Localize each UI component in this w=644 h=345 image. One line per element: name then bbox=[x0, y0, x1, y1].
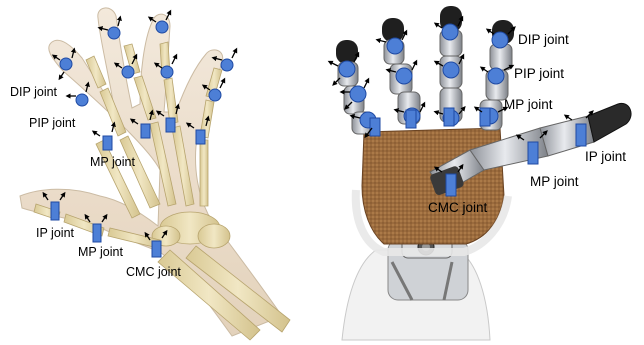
joint-marker-icon bbox=[442, 24, 458, 40]
label-ip-joint-robot: IP joint bbox=[585, 149, 626, 164]
joint-marker-icon bbox=[196, 130, 205, 144]
joint-marker-icon bbox=[488, 68, 504, 84]
joint-marker-icon bbox=[443, 62, 459, 78]
joint-marker-icon bbox=[370, 118, 380, 136]
joint-marker-icon bbox=[528, 142, 538, 164]
joint-marker-icon bbox=[51, 202, 59, 220]
joint-marker-icon bbox=[156, 21, 168, 33]
joint-marker-icon bbox=[221, 59, 233, 71]
human-hand-panel: DIP joint PIP joint MP joint IP joint MP… bbox=[10, 8, 290, 340]
joint-marker-icon bbox=[152, 241, 161, 257]
label-mp-joint-thumb-robot: MP joint bbox=[530, 174, 579, 189]
label-mp-joint-thumb-human: MP joint bbox=[78, 245, 123, 259]
joint-marker-icon bbox=[76, 94, 88, 106]
joint-marker-icon bbox=[444, 108, 454, 126]
joint-marker-icon bbox=[166, 118, 175, 132]
joint-marker-icon bbox=[103, 136, 112, 150]
joint-marker-icon bbox=[350, 86, 366, 102]
joint-marker-icon bbox=[446, 174, 456, 196]
label-dip-joint-human: DIP joint bbox=[10, 85, 58, 99]
joint-marker-icon bbox=[141, 124, 150, 138]
joint-marker-icon bbox=[492, 32, 508, 48]
joint-marker-icon bbox=[60, 58, 72, 70]
label-cmc-joint-robot: CMC joint bbox=[428, 200, 488, 215]
joint-marker-icon bbox=[339, 61, 355, 77]
joint-marker-icon bbox=[387, 38, 403, 54]
joint-marker-icon bbox=[161, 66, 173, 78]
joint-marker-icon bbox=[406, 110, 416, 128]
label-ip-joint-human: IP joint bbox=[36, 226, 75, 240]
label-pip-joint-robot: PIP joint bbox=[514, 66, 564, 81]
joint-marker-icon bbox=[93, 224, 101, 242]
joint-marker-icon bbox=[108, 27, 120, 39]
label-cmc-joint-human: CMC joint bbox=[126, 265, 181, 279]
joint-marker-icon bbox=[576, 124, 586, 146]
joint-marker-icon bbox=[396, 68, 412, 84]
joint-marker-icon bbox=[209, 89, 221, 101]
label-mp-joint-human: MP joint bbox=[90, 155, 135, 169]
joint-marker-icon bbox=[480, 108, 490, 126]
joint-marker-icon bbox=[122, 66, 134, 78]
label-dip-joint-robot: DIP joint bbox=[518, 32, 569, 47]
label-pip-joint-human: PIP joint bbox=[29, 116, 76, 130]
label-mp-joint-robot: MP joint bbox=[504, 97, 553, 112]
robot-hand-panel: DIP joint PIP joint MP joint IP joint MP… bbox=[330, 6, 631, 340]
